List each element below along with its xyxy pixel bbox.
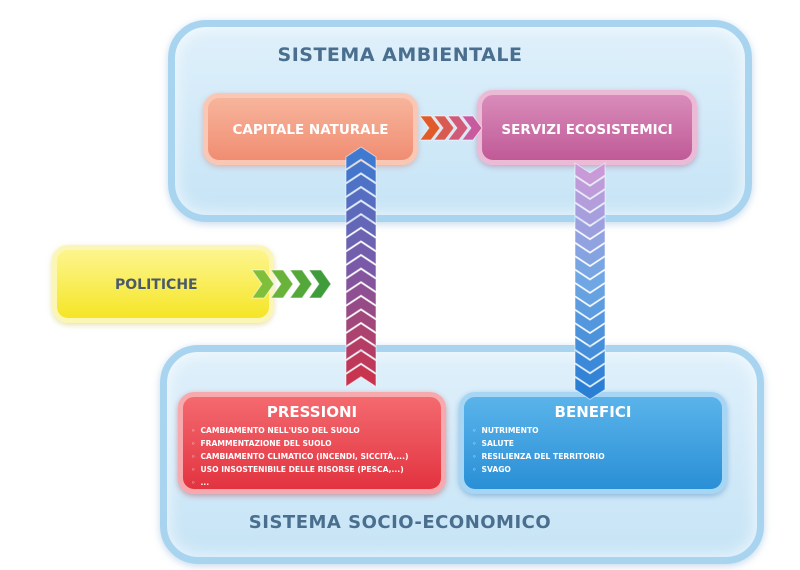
chevron <box>461 115 483 141</box>
chevron <box>345 200 377 225</box>
chevron <box>574 322 606 347</box>
ecosystem-services-box: SERVIZI ECOSISTEMICI <box>477 90 697 165</box>
policies-box: POLITICHE <box>52 245 274 323</box>
pressure-item: CAMBIAMENTO CLIMATICO (INCENDI, SICCITÀ,… <box>191 450 408 463</box>
capital-to-services-arrow <box>419 115 483 141</box>
chevron <box>574 175 606 199</box>
chevron <box>574 336 606 360</box>
pressure-item: CAMBIAMENTO NELL'USO DEL SUOLO <box>191 424 408 437</box>
chevron <box>447 115 469 141</box>
policies-arrow <box>251 269 332 299</box>
socio-economic-system-title: SISTEMA SOCIO-ECONOMICO <box>248 512 552 533</box>
pressures-label: PRESSIONI <box>266 403 358 421</box>
chevron <box>433 115 455 141</box>
pressures-to-capital-arrow <box>345 146 377 388</box>
chevron <box>251 269 275 299</box>
chevron <box>345 241 377 266</box>
chevron <box>345 309 377 334</box>
chevron <box>345 350 377 374</box>
chevron <box>574 309 606 333</box>
chevron <box>345 187 377 211</box>
chevron <box>574 269 606 293</box>
chevron <box>345 323 377 347</box>
chevron <box>345 214 377 238</box>
environmental-system-title: SISTEMA AMBIENTALE <box>277 44 523 66</box>
chevron <box>270 269 294 299</box>
chevron <box>345 160 377 184</box>
chevron <box>345 173 377 198</box>
chevron <box>345 268 377 293</box>
chevron <box>345 146 377 170</box>
chevron <box>345 255 377 279</box>
chevron <box>289 269 313 299</box>
chevron <box>419 115 441 141</box>
benefits-list: NUTRIMENTO SALUTE RESILIENZA DEL TERRITO… <box>472 424 605 476</box>
chevron <box>308 269 332 299</box>
chevron <box>345 282 377 306</box>
chevron <box>574 296 606 320</box>
chevron <box>574 202 606 226</box>
natural-capital-label: CAPITALE NATURALE <box>232 122 389 138</box>
benefit-item: RESILIENZA DEL TERRITORIO <box>472 450 604 463</box>
benefit-item: SVAGO <box>472 463 605 476</box>
natural-capital-box: CAPITALE NATURALE <box>203 93 418 165</box>
chevron <box>574 376 606 400</box>
benefits-label: BENEFICI <box>554 403 632 421</box>
pressures-box: PRESSIONI CAMBIAMENTO NELL'USO DEL SUOLO… <box>178 392 446 494</box>
pressure-item: USO INSOSTENIBILE DELLE RISORSE (PESCA,.… <box>191 463 408 476</box>
benefit-item: NUTRIMENTO <box>472 424 605 437</box>
policies-label: POLITICHE <box>115 277 198 293</box>
pressure-item: ... <box>191 476 408 489</box>
chevron <box>574 363 606 387</box>
chevron <box>574 242 606 266</box>
pressure-item: FRAMMENTAZIONE DEL SUOLO <box>191 437 408 450</box>
chevron <box>574 229 606 253</box>
chevron <box>345 296 377 320</box>
chevron <box>345 336 377 361</box>
chevron <box>574 282 606 307</box>
chevron <box>345 228 377 252</box>
benefit-item: SALUTE <box>472 437 605 450</box>
chevron <box>574 255 606 280</box>
pressures-list: CAMBIAMENTO NELL'USO DEL SUOLO FRAMMENTA… <box>191 424 408 489</box>
chevron <box>345 364 377 388</box>
chevron <box>574 162 606 186</box>
chevron <box>574 215 606 240</box>
chevron <box>574 349 606 374</box>
services-to-benefits-arrow <box>574 162 606 400</box>
ecosystem-services-label: SERVIZI ECOSISTEMICI <box>501 122 673 138</box>
chevron <box>574 188 606 213</box>
